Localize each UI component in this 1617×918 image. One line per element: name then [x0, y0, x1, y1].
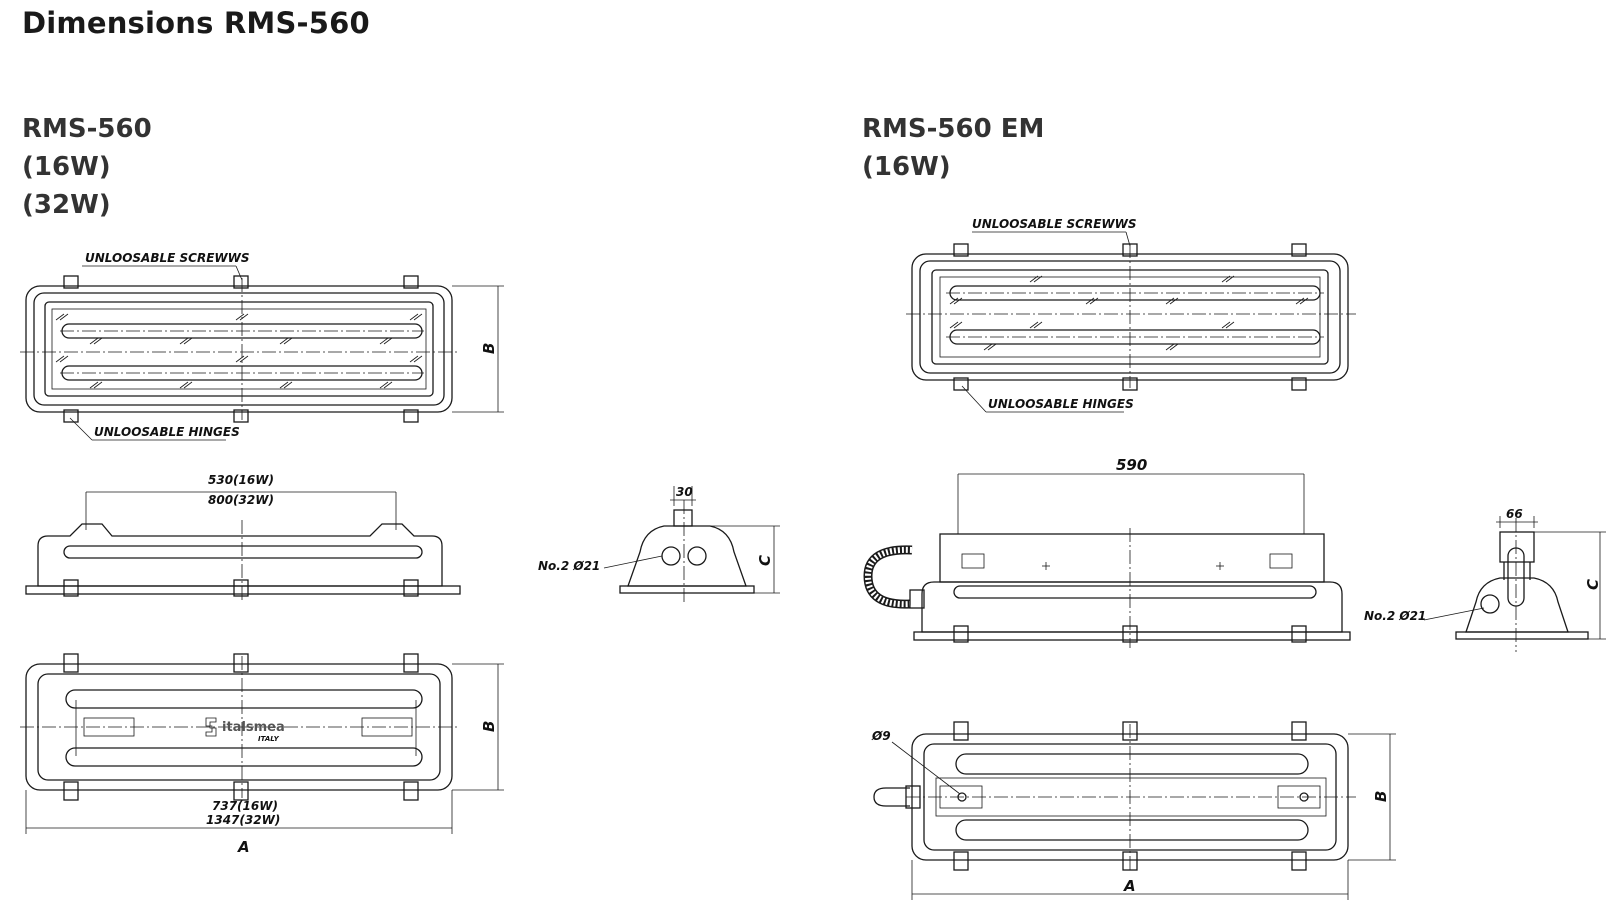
dim-overall-32w-left: 1347(32W) [206, 813, 280, 827]
model-wattage-16-left: (16W) [22, 152, 111, 182]
dim-cable-holes-left: No.2 Ø21 [538, 559, 600, 573]
dim-b-bottom-left: B [480, 721, 498, 732]
left-top-view: UNLOOSABLE SCREWWS UNLOOSABLE HINGES B [20, 251, 504, 441]
dim-end-width-left: 30 [676, 485, 693, 499]
right-side-view: 590 [863, 456, 1351, 648]
model-heading-left: RMS-560 (16W) (32W) [22, 110, 152, 224]
dim-mounting-hole-right: Ø9 [871, 729, 891, 743]
dim-length-32w-left: 800(32W) [208, 493, 274, 507]
left-bottom-view: italsmea ITALY 737(16W) 1347(32W) A B [20, 653, 504, 856]
right-end-view: 66 No.2 Ø21 C [1364, 507, 1606, 652]
page-title: Dimensions RMS-560 [22, 6, 370, 40]
model-wattage-16-right: (16W) [862, 152, 951, 182]
dim-overall-16w-left: 737(16W) [212, 799, 278, 813]
model-wattage-32-left: (32W) [22, 190, 111, 220]
dim-a-left: A [237, 838, 250, 856]
left-end-view: 30 No.2 Ø21 C [538, 485, 780, 602]
dim-b-top-left: B [480, 343, 498, 354]
left-side-view: 530(16W) 800(32W) [25, 473, 461, 602]
model-name-right: RMS-560 EM [862, 114, 1045, 144]
dim-c-right: C [1584, 579, 1602, 590]
dim-b-right: B [1372, 791, 1390, 802]
dim-length-16w-left: 530(16W) [208, 473, 274, 487]
right-bottom-view: Ø9 A B [871, 721, 1396, 900]
label-unloosable-screws-left: UNLOOSABLE SCREWWS [85, 251, 250, 265]
dim-cable-holes-right: No.2 Ø21 [1364, 609, 1426, 623]
label-unloosable-hinges-right: UNLOOSABLE HINGES [988, 397, 1134, 411]
brand-logo-subtext: ITALY [258, 735, 280, 743]
brand-logo-text: italsmea [222, 720, 285, 735]
dim-length-right: 590 [1116, 456, 1147, 474]
label-unloosable-hinges-left: UNLOOSABLE HINGES [94, 425, 240, 439]
dim-a-right: A [1123, 877, 1136, 895]
right-top-view: UNLOOSABLE SCREWWS UNLOOSABLE HINGES [906, 217, 1356, 413]
dim-end-width-right: 66 [1506, 507, 1523, 521]
label-unloosable-screws-right: UNLOOSABLE SCREWWS [972, 217, 1137, 231]
model-name-left: RMS-560 [22, 114, 152, 144]
dim-c-left: C [756, 555, 774, 566]
model-heading-right: RMS-560 EM (16W) [862, 110, 1044, 186]
